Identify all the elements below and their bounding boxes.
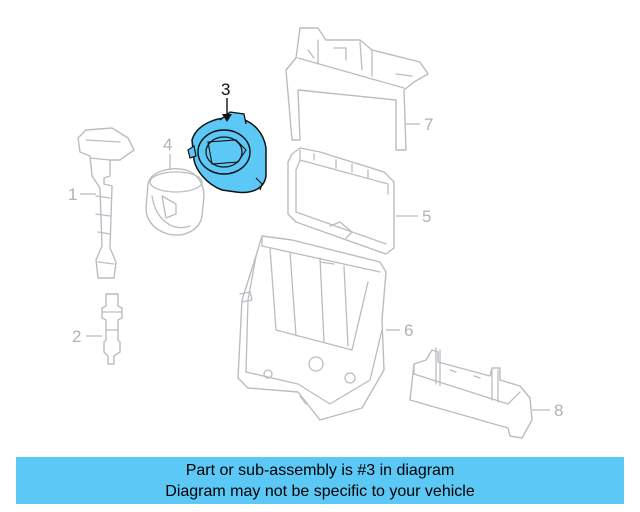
part-7-bracket: 7 — [285, 27, 433, 151]
info-banner: Part or sub-assembly is #3 in diagram Di… — [16, 457, 624, 504]
part-4-round-component: 4 — [145, 135, 205, 236]
callout-6: 6 — [404, 321, 413, 340]
callout-7: 7 — [424, 115, 433, 134]
part-3-highlighted-component: 3 — [187, 80, 267, 194]
part-1-ignition-coil: 1 — [68, 127, 135, 279]
callout-2: 2 — [72, 327, 81, 346]
part-6-tray: 6 — [237, 235, 413, 421]
callout-8: 8 — [554, 401, 563, 420]
part-8-bracket: 8 — [409, 347, 563, 439]
banner-line-part: Part or sub-assembly is #3 in diagram — [185, 462, 455, 479]
part-2-spark-plug: 2 — [72, 293, 123, 365]
part-5-control-module: 5 — [287, 147, 431, 255]
callout-5: 5 — [422, 207, 431, 226]
parts-diagram: 7 5 6 8 — [68, 27, 563, 439]
callout-4: 4 — [163, 135, 172, 154]
callout-3: 3 — [221, 80, 230, 99]
callout-1: 1 — [68, 185, 77, 204]
banner-line-disclaimer: Diagram may not be specific to your vehi… — [165, 483, 475, 500]
